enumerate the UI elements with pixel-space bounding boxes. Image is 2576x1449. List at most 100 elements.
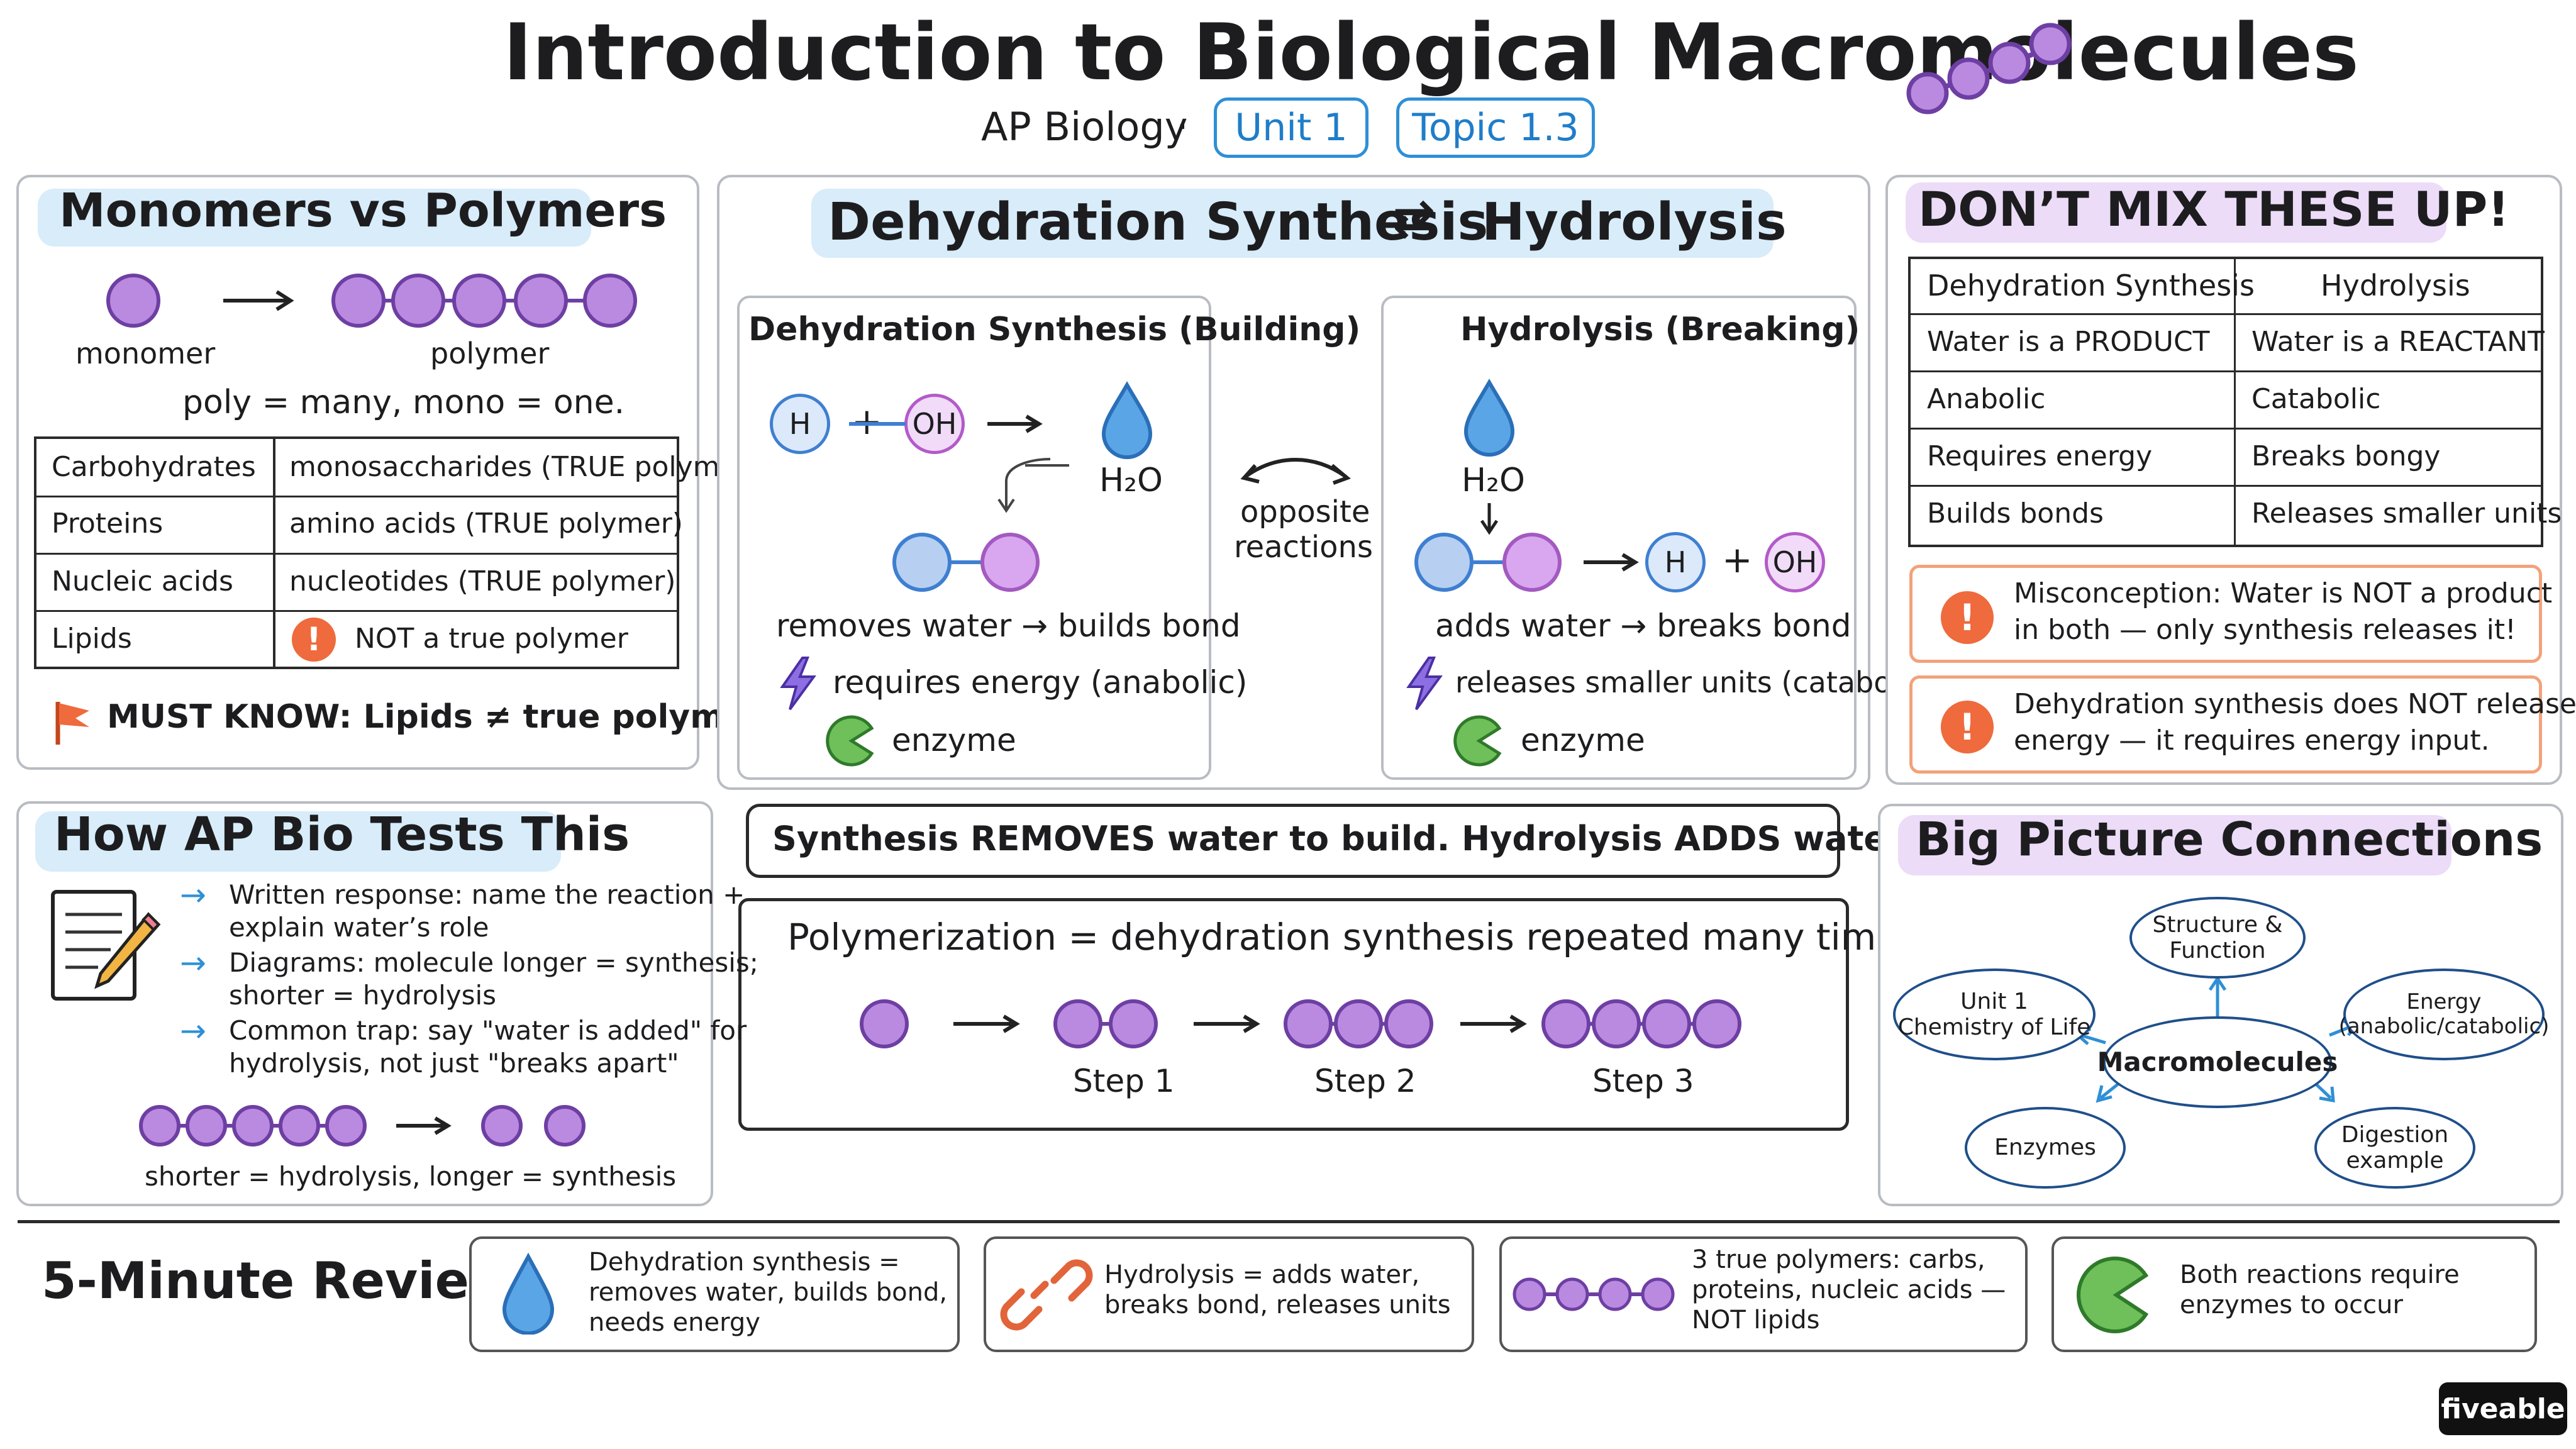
node-line: example	[2346, 1148, 2444, 1174]
polymer-label: polymer	[430, 336, 550, 370]
hydrogen-ion: H	[770, 394, 830, 454]
warning1-line1: Misconception: Water is NOT a product	[2014, 577, 2553, 609]
monomers-table	[34, 436, 679, 669]
opposite-label-1: opposite	[1240, 494, 1370, 530]
concept-map-links	[2075, 975, 2360, 1103]
reactions-title-left: Dehydration Synthesis	[828, 192, 1489, 252]
polymerization-title: Polymerization = dehydration synthesis r…	[787, 916, 1918, 958]
poly-mono-note: poly = many, mono = one.	[182, 384, 625, 421]
table-row-monomer: monosaccharides (TRUE polymer)	[289, 450, 759, 483]
summary-text: Synthesis REMOVES water to build. Hydrol…	[772, 819, 2089, 858]
table-row-name: Proteins	[52, 507, 164, 540]
misconception-warning	[1909, 565, 2542, 663]
topic-tag: Topic 1.3	[1396, 97, 1595, 158]
review-card	[1499, 1236, 2028, 1352]
warning1-line2: in both — only synthesis releases it!	[2014, 614, 2516, 646]
ap-bullet-line: Common trap: say "water is added" for	[229, 1015, 747, 1046]
review-line: NOT lipids	[1692, 1306, 1820, 1335]
energy-bolt-icon	[1406, 657, 1443, 711]
synthesis-line1: removes water → builds bond	[776, 608, 1241, 644]
table-row-monomer: amino acids (TRUE polymer)	[289, 507, 683, 540]
node-line: Digestion	[2341, 1121, 2449, 1148]
broken-link-icon	[1000, 1259, 1093, 1331]
hydrogen-ion: H	[1645, 532, 1706, 592]
warning-icon: !	[1941, 701, 1994, 753]
compare-header: Dehydration Synthesis	[1927, 269, 2255, 303]
hydrolysis-line3: enzyme	[1521, 722, 1645, 758]
plus-sign: +	[1722, 538, 1753, 581]
polymer-chain-icon	[1513, 1277, 1675, 1311]
reactions-title-arrow: ⇄	[1392, 189, 1436, 248]
water-drop-icon	[502, 1253, 555, 1335]
ap-caption: shorter = hydrolysis, longer = synthesis	[145, 1161, 677, 1192]
review-line: Dehydration synthesis =	[589, 1248, 900, 1277]
arrow-bullet-icon: →	[180, 945, 206, 981]
warning-icon: !	[292, 618, 336, 662]
monomer-bead	[106, 274, 160, 328]
hydroxyl-ion: OH	[904, 394, 965, 454]
opposite-label-2: reactions	[1234, 530, 1373, 565]
arrow-bullet-icon: →	[180, 1013, 206, 1049]
warning2-line1: Dehydration synthesis does NOT release	[2014, 688, 2576, 720]
opposite-reactions-arrow	[1240, 458, 1351, 485]
reactions-title-right: Hydrolysis	[1482, 192, 1787, 252]
compare-cell: Anabolic	[1927, 382, 2046, 415]
compare-cell: Water is a PRODUCT	[1927, 325, 2210, 358]
synthesis-line3: enzyme	[892, 722, 1016, 758]
brand-logo: fiveable	[2439, 1382, 2567, 1435]
warning2-line2: energy — it requires energy input.	[2014, 724, 2490, 757]
node-line: Unit 1	[1960, 988, 2028, 1014]
monomer-polymer-diagram	[106, 274, 637, 328]
brand-text: fiveable	[2441, 1392, 2565, 1425]
review-line: Both reactions require	[2180, 1260, 2460, 1289]
monomer-label: monomer	[75, 336, 216, 370]
review-line: needs energy	[589, 1308, 760, 1337]
concept-node-macromolecules: Macromolecules	[2097, 1016, 2338, 1108]
node-line: Energy	[2406, 989, 2482, 1014]
review-title: 5-Minute Review	[42, 1252, 516, 1310]
table-row-name: Nucleic acids	[52, 565, 233, 597]
enzyme-pacman-icon	[2076, 1257, 2149, 1333]
synthesis-diagram	[849, 381, 1153, 592]
compare-cell: Breaks bongy	[2251, 440, 2441, 472]
table-row-monomer: nucleotides (TRUE polymer)	[289, 565, 676, 597]
flag-icon	[55, 702, 89, 745]
table-row-name: Carbohydrates	[52, 450, 256, 483]
arrow-bullet-icon: →	[180, 877, 206, 913]
table-row-monomer: NOT a true polymer	[355, 622, 628, 655]
must-know-note: MUST KNOW: Lipids ≠ true polymer	[107, 698, 763, 736]
synthesis-line2: requires energy (anabolic)	[833, 664, 1248, 701]
hydrolysis-diagram	[1414, 379, 1639, 592]
compare-title: DON’T MIX THESE UP!	[1918, 181, 2509, 237]
review-line: enzymes to occur	[2180, 1291, 2403, 1319]
hydrolysis-line2: releases smaller units (catabolic)	[1455, 665, 1935, 699]
molecule-chain-icon	[1906, 23, 2072, 114]
warning-icon: !	[1941, 591, 1994, 644]
synthesis-water-label: H₂O	[1099, 462, 1163, 499]
review-line: breaks bond, releases units	[1104, 1291, 1451, 1319]
compare-cell: Requires energy	[1927, 440, 2153, 472]
plus-sign: +	[852, 400, 882, 443]
ap-bullet-line: Written response: name the reaction +	[229, 879, 745, 910]
synthesis-title: Dehydration Synthesis (Building)	[748, 311, 1361, 348]
hydrolysis-water-label: H₂O	[1462, 462, 1525, 499]
polymerization-diagram	[860, 999, 1741, 1048]
energy-bolt-icon	[780, 657, 816, 711]
review-card	[469, 1236, 960, 1352]
compare-header: Hydrolysis	[2321, 269, 2470, 303]
enzyme-icon	[826, 715, 874, 767]
unit-tag: Unit 1	[1214, 97, 1368, 158]
ap-tests-title: How AP Bio Tests This	[54, 808, 630, 862]
hydrolysis-line1: adds water → breaks bond	[1435, 608, 1852, 644]
polymerization-step: Step 1	[1073, 1063, 1175, 1099]
big-picture-title: Big Picture Connections	[1916, 813, 2543, 867]
worksheet-pencil-icon	[51, 890, 161, 1001]
compare-cell: Builds bonds	[1927, 497, 2104, 530]
concept-node-energy: Energy(anabolic/catabolic)	[2339, 969, 2549, 1060]
summary-banner	[746, 804, 1840, 878]
node-line: Macromolecules	[2097, 1046, 2338, 1077]
hydroxyl-ion: OH	[1765, 532, 1825, 592]
polymerization-step: Step 3	[1592, 1063, 1694, 1099]
ap-bullet-line: Diagrams: molecule longer = synthesis;	[229, 947, 758, 978]
review-divider	[18, 1220, 2560, 1223]
